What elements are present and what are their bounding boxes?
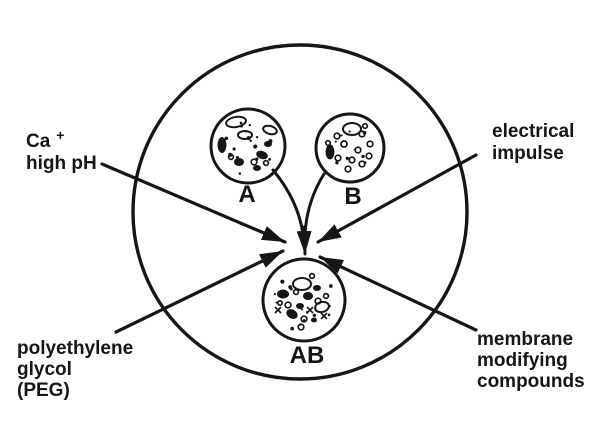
high-ph-text: high pH	[26, 153, 97, 174]
cell-a	[209, 107, 287, 185]
boundary-circle	[131, 43, 469, 381]
fusion-path-b	[303, 172, 326, 236]
arrow-polyethylene-glycol	[114, 249, 285, 334]
cell-b-membrane	[314, 112, 386, 184]
arrow-membrane-modifying	[318, 255, 478, 332]
fusion-path-a	[271, 168, 305, 236]
fusion-arrow	[296, 225, 312, 256]
arrow-electrical-impulse	[316, 153, 478, 244]
cell-ab-speckles	[273, 272, 333, 331]
cell-ab	[261, 257, 347, 343]
membrane-line-3: compounds	[477, 371, 585, 392]
calcium-line: Ca +	[26, 127, 97, 153]
cell-b	[314, 112, 386, 184]
cell-ab-label: AB	[289, 342, 325, 369]
peg-line-2: glycol	[17, 359, 72, 380]
cell-a-speckles	[217, 115, 278, 175]
membrane-line-2: modifying	[477, 350, 568, 371]
arrow-calcium-high-ph	[100, 162, 287, 244]
calcium-symbol: Ca	[26, 131, 51, 152]
peg-line-1: polyethylene	[17, 338, 134, 359]
membrane-line-1: membrane	[477, 329, 574, 350]
cell-a-label: A	[238, 181, 256, 208]
peg-line-3: (PEG)	[17, 380, 70, 401]
calcium-charge: +	[56, 127, 65, 143]
cell-ab-membrane	[261, 257, 347, 343]
cell-b-label: B	[344, 183, 362, 210]
label-calcium-high-ph: Ca + high pH	[26, 127, 97, 175]
label-membrane-modifying-compounds: membrane modifying compounds	[477, 329, 585, 392]
cells-layer	[209, 107, 386, 343]
electrical-line-2: impulse	[492, 143, 564, 164]
label-electrical-impulse: electrical impulse	[492, 121, 574, 165]
electrical-line-1: electrical	[492, 121, 575, 142]
cell-b-speckles	[324, 122, 374, 173]
label-polyethylene-glycol: polyethylene glycol (PEG)	[17, 338, 133, 401]
